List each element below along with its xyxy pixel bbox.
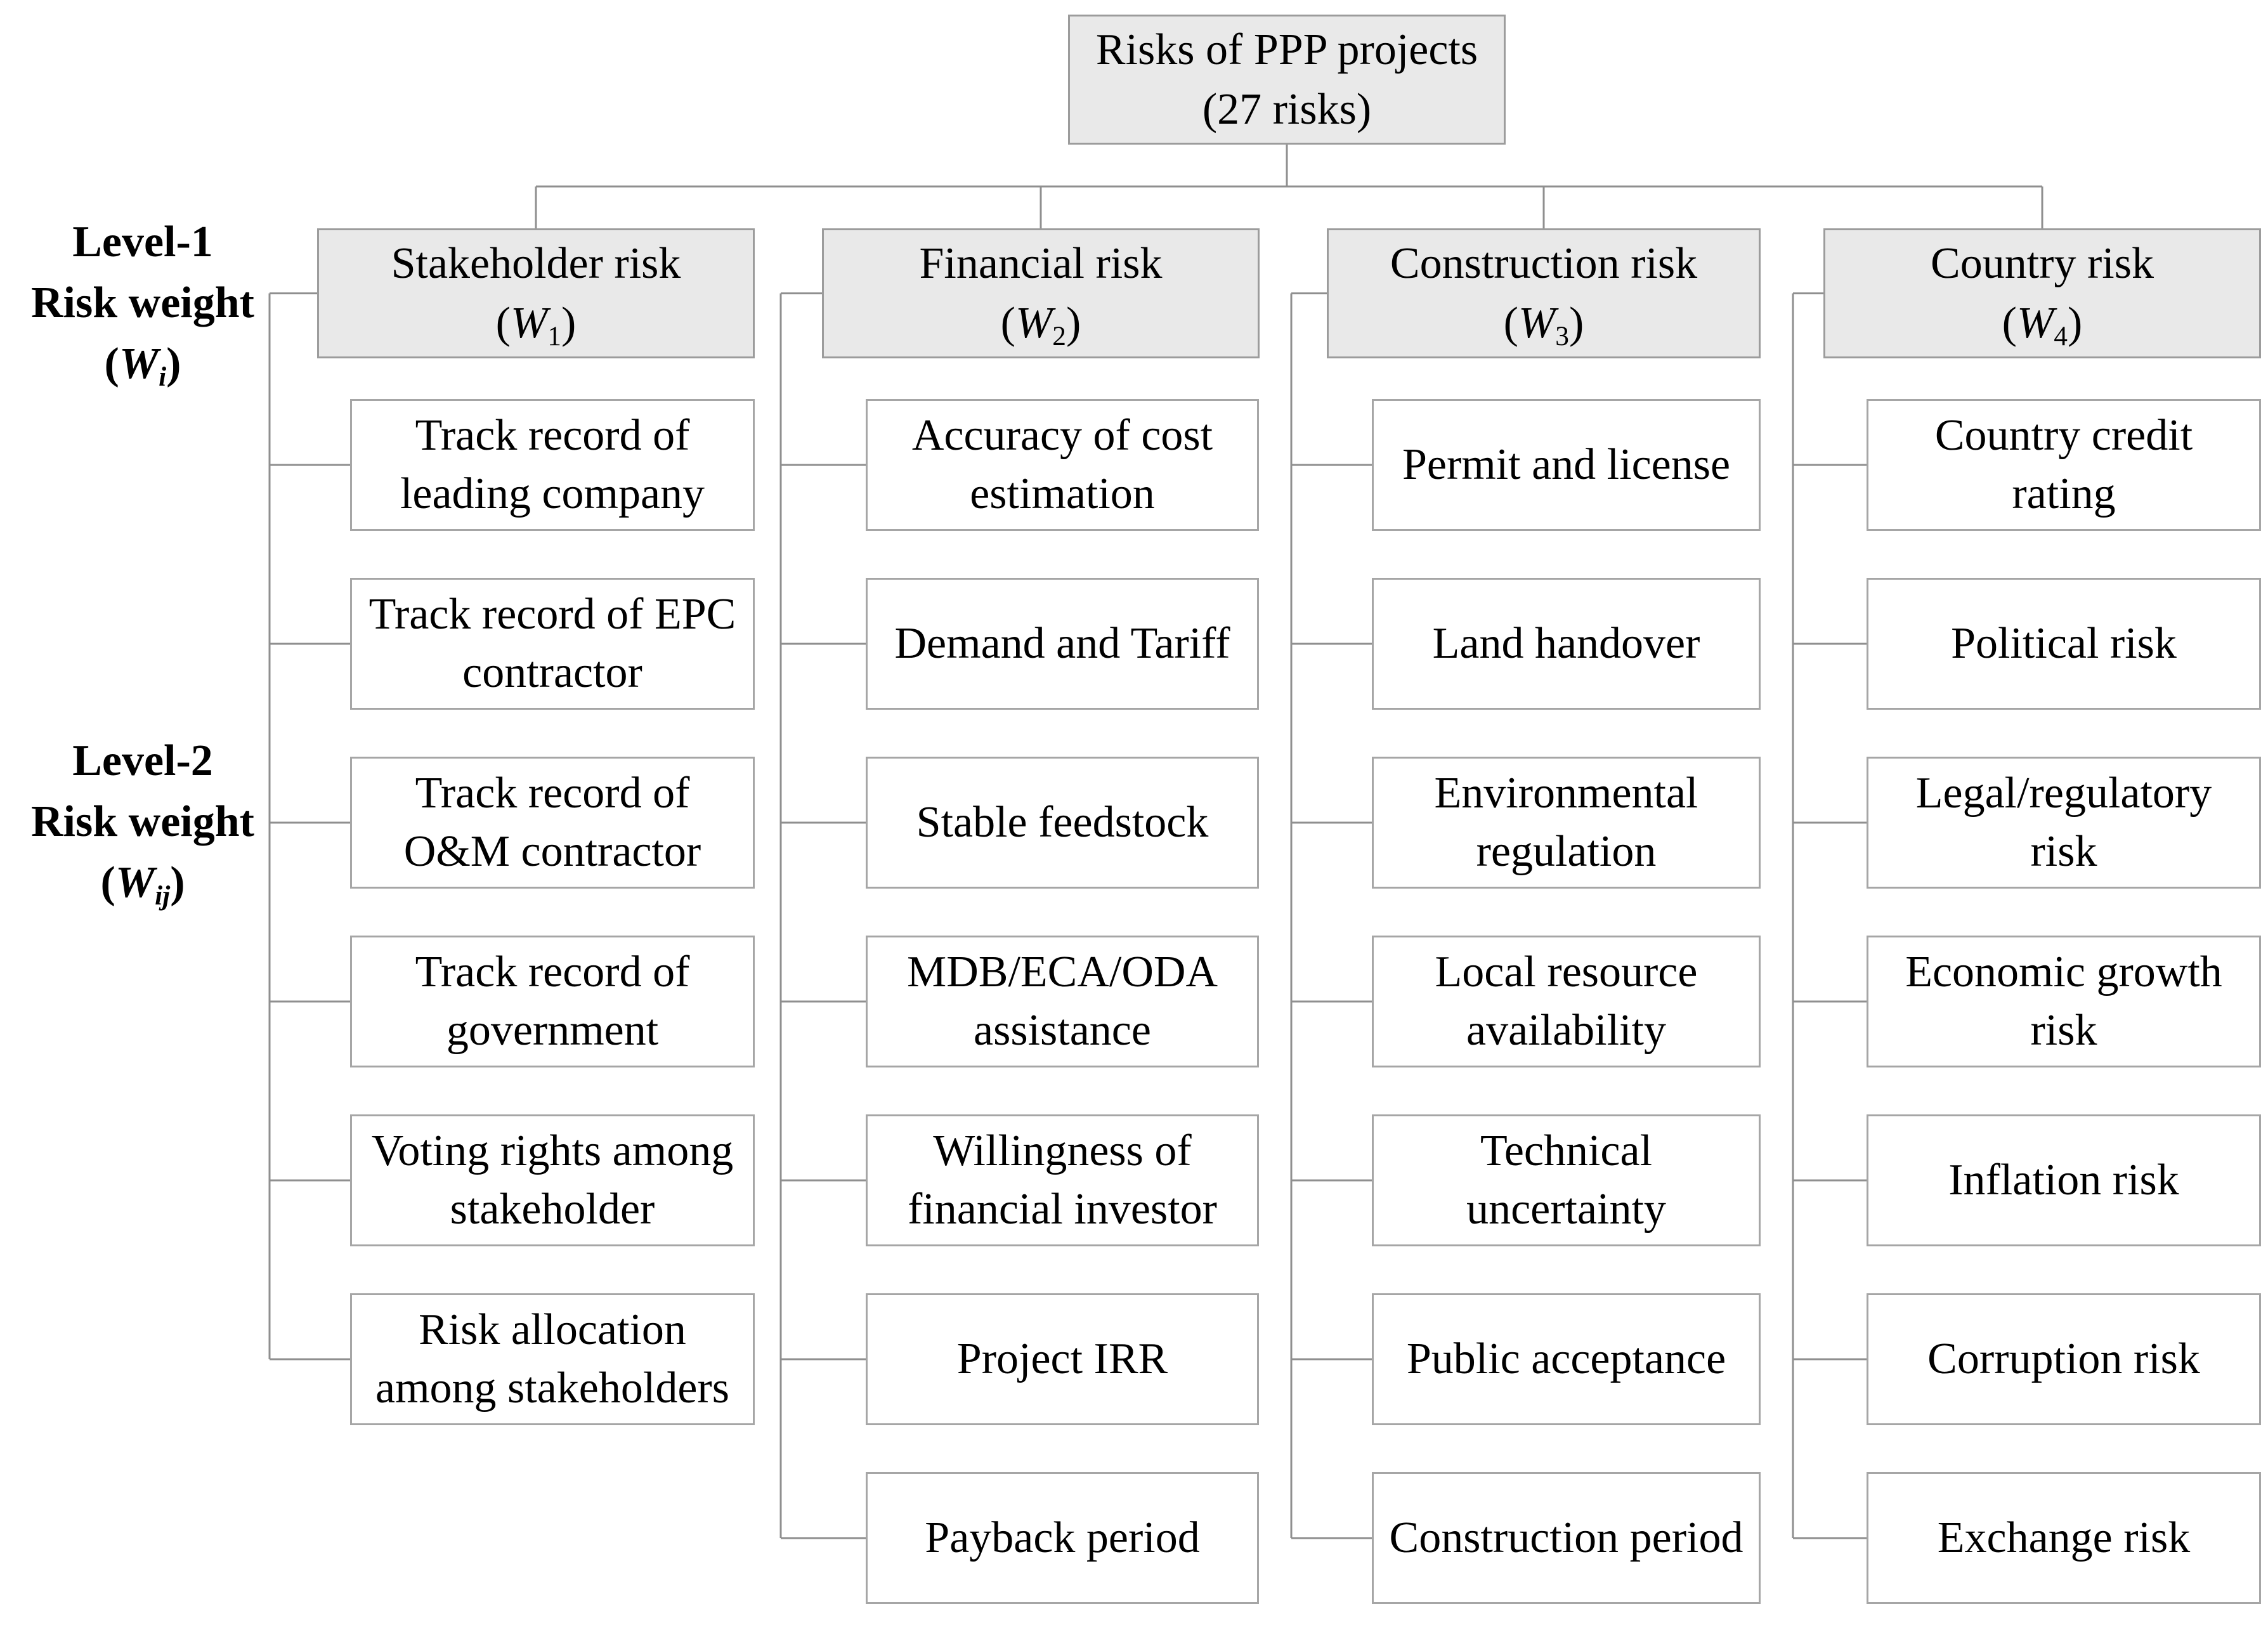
risk-item-label: Construction period <box>1389 1513 1743 1562</box>
level1-risk-weight-label: Level-1 Risk weight (Wi) <box>6 212 279 395</box>
risk-item-label: Payback period <box>925 1513 1200 1562</box>
level1-weight: (W4) <box>2002 298 2083 351</box>
level2-risk-weight-label: Level-2 Risk weight (Wij) <box>6 731 279 913</box>
risk-item-label: Economic growth risk <box>1905 948 2222 1055</box>
risk-item-box: Stable feedstock <box>866 757 1259 889</box>
level1-label-line1: Level-1 <box>72 218 213 266</box>
root-node-risks-of-ppp-projects: Risks of PPP projects (27 risks) <box>1068 15 1506 145</box>
risk-item-box: Public acceptance <box>1372 1293 1761 1425</box>
risk-item-box: Demand and Tariff <box>866 578 1259 710</box>
risk-item-box: Corruption risk <box>1867 1293 2261 1425</box>
risk-item-label: Project IRR <box>956 1335 1168 1383</box>
level1-box-country-risk: Country risk (W4) <box>1823 228 2261 358</box>
risk-item-label: Permit and license <box>1402 440 1731 489</box>
risk-item-box: Land handover <box>1372 578 1761 710</box>
risk-item-label: Risk allocation among stakeholders <box>375 1305 729 1413</box>
risk-item-box: Payback period <box>866 1472 1259 1604</box>
risk-item-label: Legal/regulatory risk <box>1915 769 2212 876</box>
risk-item-label: Track record of O&M contractor <box>403 769 701 876</box>
risk-item-label: Demand and Tariff <box>894 619 1230 668</box>
root-node-title: Risks of PPP projects <box>1095 25 1478 74</box>
risk-item-box: Willingness of financial investor <box>866 1114 1259 1246</box>
risk-item-label: Track record of government <box>415 948 690 1055</box>
risk-item-box: Country credit rating <box>1867 399 2261 531</box>
risk-item-label: Public acceptance <box>1406 1335 1726 1383</box>
risk-item-box: Accuracy of cost estimation <box>866 399 1259 531</box>
risk-item-box: Local resource availability <box>1372 936 1761 1067</box>
risk-item-label: Technical uncertainty <box>1466 1126 1666 1234</box>
level1-title: Construction risk <box>1390 238 1698 288</box>
level1-title: Country risk <box>1931 238 2154 288</box>
level1-weight-symbol: (Wi) <box>104 339 181 393</box>
ppp-risk-hierarchy-diagram: Risks of PPP projects (27 risks) Level-1… <box>6 15 2261 1604</box>
risk-item-box: Track record of EPC contractor <box>350 578 755 710</box>
root-node-count: (27 risks) <box>1202 84 1372 134</box>
risk-item-box: Track record of O&M contractor <box>350 757 755 889</box>
risk-item-box: Legal/regulatory risk <box>1867 757 2261 889</box>
risk-item-box: Exchange risk <box>1867 1472 2261 1604</box>
risk-item-label: Corruption risk <box>1927 1335 2200 1383</box>
connector-lines <box>268 145 2043 1539</box>
risk-item-label: Accuracy of cost estimation <box>911 411 1213 518</box>
level1-box-construction-risk: Construction risk (W3) <box>1327 228 1761 358</box>
level1-title: Financial risk <box>919 238 1163 288</box>
risk-item-label: Environmental regulation <box>1434 769 1698 876</box>
risk-item-box: Voting rights among stakeholder <box>350 1114 755 1246</box>
level2-label-line1: Level-2 <box>72 736 213 785</box>
risk-item-label: Country credit rating <box>1934 411 2193 518</box>
risk-item-box: Track record of government <box>350 936 755 1067</box>
risk-item-label: Land handover <box>1432 619 1700 668</box>
risk-item-box: Economic growth risk <box>1867 936 2261 1067</box>
risk-item-box: Track record of leading company <box>350 399 755 531</box>
risk-item-box: Project IRR <box>866 1293 1259 1425</box>
level1-box-stakeholder-risk: Stakeholder risk (W1) <box>317 228 755 358</box>
risk-item-box: Construction period <box>1372 1472 1761 1604</box>
risk-item-box: MDB/ECA/ODA assistance <box>866 936 1259 1067</box>
risk-item-label: Local resource availability <box>1435 948 1698 1055</box>
risk-item-label: Stable feedstock <box>916 798 1209 847</box>
risk-item-box: Risk allocation among stakeholders <box>350 1293 755 1425</box>
risk-item-label: MDB/ECA/ODA assistance <box>906 948 1218 1055</box>
level1-weight: (W2) <box>1000 298 1081 351</box>
level1-weight: (W1) <box>495 298 577 351</box>
level1-title: Stakeholder risk <box>391 238 681 288</box>
risk-item-label: Track record of leading company <box>400 411 705 518</box>
risk-item-box: Permit and license <box>1372 399 1761 531</box>
risk-item-label: Willingness of financial investor <box>908 1126 1217 1234</box>
risk-item-label: Exchange risk <box>1937 1513 2191 1562</box>
risk-item-label: Political risk <box>1951 619 2177 668</box>
risk-item-box: Environmental regulation <box>1372 757 1761 889</box>
level2-weight-symbol: (Wij) <box>100 858 185 911</box>
level1-weight: (W3) <box>1503 298 1584 351</box>
risk-item-label: Voting rights among stakeholder <box>371 1126 734 1234</box>
risk-item-box: Inflation risk <box>1867 1114 2261 1246</box>
risk-item-box: Technical uncertainty <box>1372 1114 1761 1246</box>
level1-box-financial-risk: Financial risk (W2) <box>822 228 1260 358</box>
risk-item-label: Inflation risk <box>1948 1156 2179 1204</box>
risk-item-box: Political risk <box>1867 578 2261 710</box>
level1-label-line2: Risk weight <box>31 278 254 327</box>
risk-item-label: Track record of EPC contractor <box>368 590 736 697</box>
level2-label-line2: Risk weight <box>31 797 254 846</box>
